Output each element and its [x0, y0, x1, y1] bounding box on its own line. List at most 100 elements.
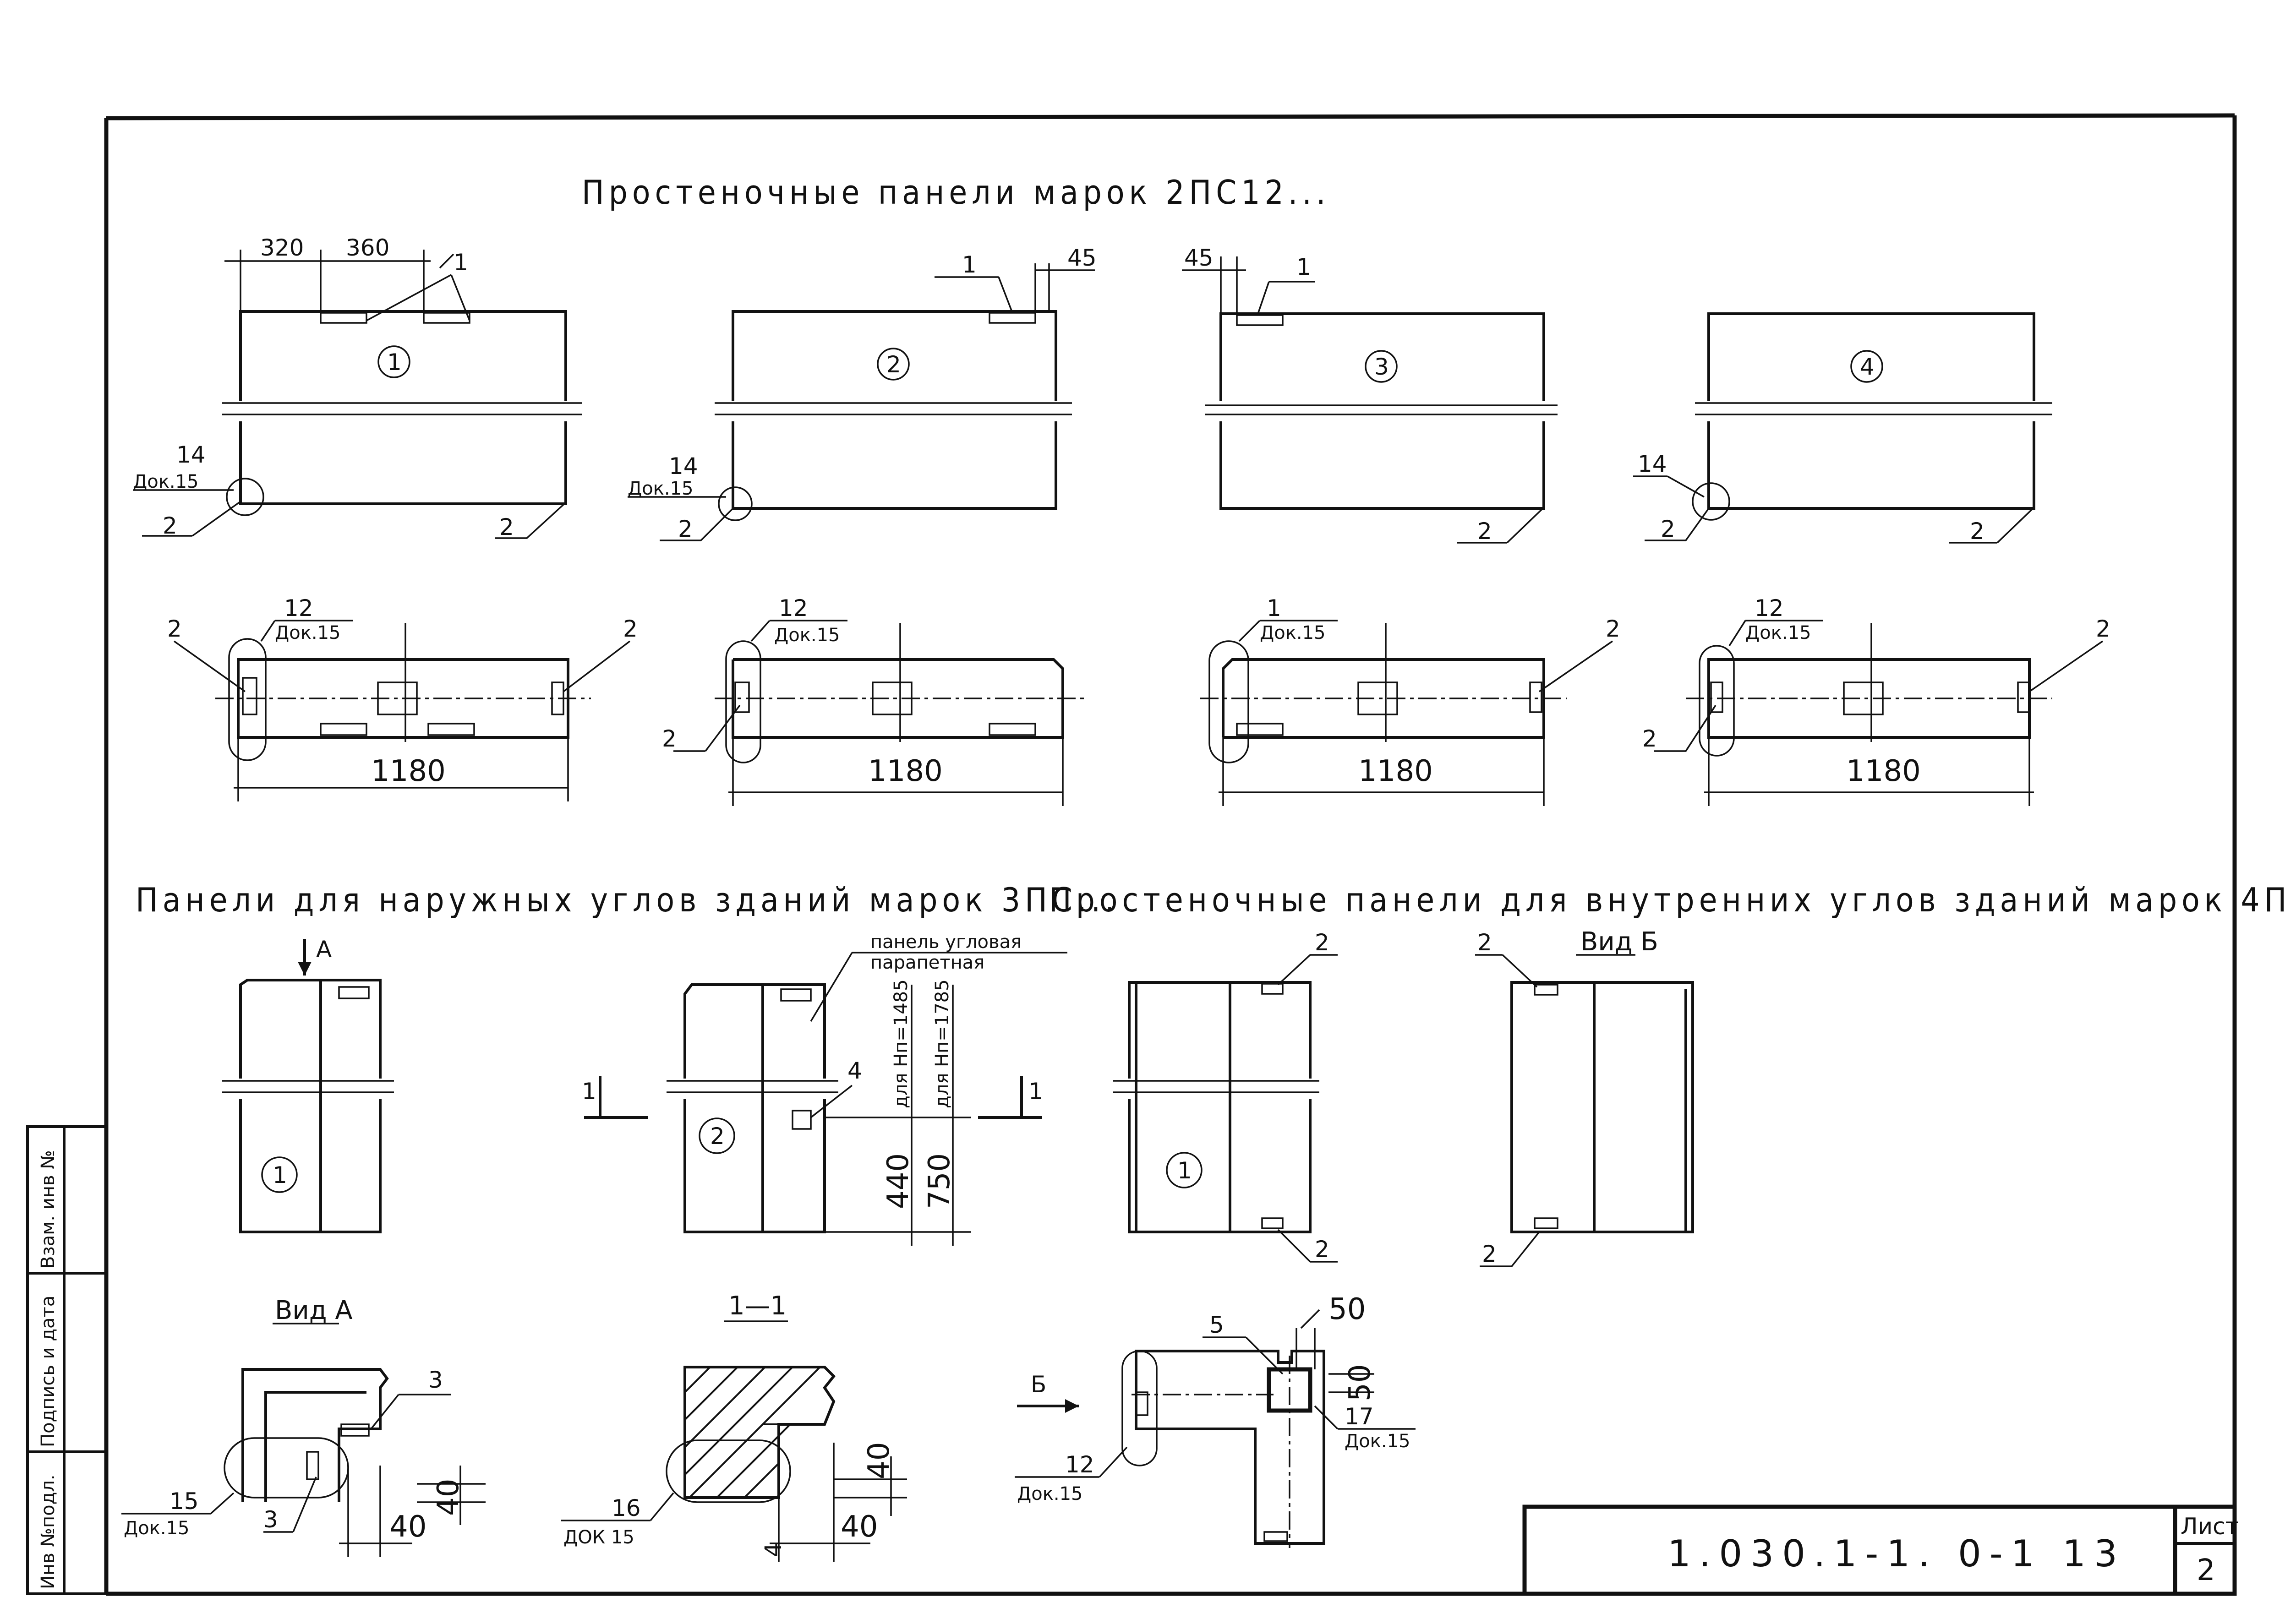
view-a-title: Вид А: [275, 1296, 353, 1325]
dim-45: 45: [1067, 245, 1097, 271]
mark-2: 2: [678, 516, 693, 542]
panel-3-number: 3: [1374, 354, 1389, 380]
mark-2: 2: [1970, 518, 1984, 545]
mark-16: 16: [612, 1495, 641, 1521]
title-inner-corner: Простеночные панели для внутренних углов…: [1049, 881, 2285, 919]
height-1785: для Нп=1785: [932, 979, 953, 1108]
outer-panel-2-number: 2: [710, 1123, 725, 1150]
mark-2: 2: [1315, 929, 1329, 956]
mark-1: 1: [1296, 254, 1311, 280]
mark-4: 4: [760, 1542, 787, 1557]
callout-dok15: Док.15: [628, 478, 694, 499]
section-mark-right: 1: [1028, 1078, 1043, 1105]
mark-2: 2: [623, 616, 638, 642]
dim-1180: 1180: [371, 754, 446, 788]
callout-dok15: Док.15: [133, 471, 199, 492]
panel-2-number: 2: [886, 351, 901, 378]
dim-1180: 1180: [868, 754, 943, 788]
title-wall-panels: Простеночные панели марок 2ПС12...: [582, 173, 1330, 212]
parapet-label-2: парапетная: [870, 952, 984, 973]
panel-1-number: 1: [387, 349, 402, 376]
mark-2: 2: [1482, 1241, 1497, 1267]
section-mark-left: 1: [582, 1078, 596, 1105]
dim-50: 50: [1328, 1292, 1366, 1326]
sheet-label: Лист: [2181, 1513, 2239, 1540]
panel-3-elevation: 3 45 1 2: [1182, 245, 1558, 545]
mark-2: 2: [499, 514, 514, 540]
dim-1180: 1180: [1358, 754, 1433, 788]
panel-2-elevation: 2 1 45 14 Док.15 2: [628, 245, 1097, 542]
dim-320: 320: [260, 234, 304, 261]
panel-4-number: 4: [1860, 354, 1875, 380]
inner-panel-1-number: 1: [1177, 1157, 1192, 1184]
callout-dok15: Док.15: [124, 1518, 190, 1539]
mark-3: 3: [263, 1506, 278, 1533]
sheet-number: 2: [2197, 1553, 2215, 1587]
callout-dok15: Док.15: [1260, 622, 1326, 643]
callout-dok15: Док.15: [1345, 1431, 1410, 1452]
parapet-label-1: панель угловая: [870, 932, 1022, 953]
title-outer-corner: Панели для наружных углов зданий марок 3…: [136, 881, 1119, 919]
stamp-inv-podl: Инв №подл.: [38, 1474, 59, 1589]
inner-corner-panel-1: 1 2 2: [1113, 929, 1338, 1263]
height-1485: для Нп=1485: [891, 979, 912, 1108]
dim-360: 360: [346, 234, 389, 261]
view-b-title: Вид Б: [1580, 927, 1658, 957]
mark-5: 5: [1209, 1312, 1224, 1338]
panel-1-plan: 1180 12 Док.15 2 2: [167, 595, 638, 801]
arrow-b-label: Б: [1031, 1371, 1046, 1398]
dim-45: 45: [1184, 245, 1214, 271]
mark-3: 3: [428, 1367, 443, 1393]
dim-50: 50: [1343, 1364, 1377, 1401]
dim-440: 440: [881, 1153, 915, 1209]
callout-dok15: Док.15: [774, 625, 840, 646]
outer-panel-1-number: 1: [273, 1162, 287, 1188]
mark-2: 2: [163, 512, 177, 539]
dim-40: 40: [389, 1510, 426, 1544]
mark-4: 4: [847, 1057, 862, 1084]
side-stamp: Инв №подл. Подпись и дата Взам. инв №: [26, 1125, 108, 1595]
mark-14: 14: [669, 453, 698, 480]
mark-12: 12: [1755, 595, 1784, 621]
panel-4-elevation: 4 14 2 2: [1633, 312, 2052, 545]
view-b-elevation: Вид Б 2 2: [1475, 927, 1694, 1267]
mark-12: 12: [779, 595, 808, 621]
sheet-frame: [104, 113, 2237, 1596]
title-block: 1.030.1-1. 0-1 13 Лист 2: [1522, 1504, 2239, 1596]
outer-corner-panel-2: 2 панель угловая парапетная 4 для Нп=148…: [582, 932, 1067, 1246]
mark-14: 14: [176, 441, 206, 468]
callout-dok15: Док.15: [1745, 622, 1811, 643]
mark-2: 2: [662, 725, 677, 752]
mark-15: 15: [169, 1488, 199, 1515]
callout-dok15: Док.15: [275, 622, 341, 643]
mark-2: 2: [167, 616, 182, 642]
stamp-podpis: Подпись и дата: [38, 1296, 59, 1447]
mark-2: 2: [1477, 929, 1492, 956]
mark-2: 2: [1315, 1236, 1329, 1263]
mark-1: 1: [962, 251, 977, 278]
dim-1180: 1180: [1846, 754, 1921, 788]
mark-1: 1: [454, 249, 468, 276]
mark-2: 2: [1642, 725, 1657, 752]
mark-2: 2: [1477, 518, 1492, 545]
section-hatching: [684, 1366, 821, 1499]
panel-2-plan: 1180 12 Док.15 2: [662, 595, 1086, 806]
mark-2: 2: [1661, 516, 1675, 542]
mark-2: 2: [2096, 616, 2110, 642]
mark-2: 2: [1606, 616, 1620, 642]
stamp-vzam: Взам. инв №: [38, 1150, 59, 1269]
inner-corner-plan: 5 50 50 17 Док.15 12 Док.15 Б: [1015, 1292, 1416, 1548]
document-code: 1.030.1-1. 0-1 13: [1667, 1532, 2126, 1575]
dim-40: 40: [862, 1442, 896, 1479]
panel-1-elevation: 1 320 360 1 14 Док.15 2 2: [133, 234, 582, 540]
dim-40: 40: [432, 1479, 465, 1516]
dim-40: 40: [841, 1510, 878, 1544]
panel-4-plan: 1180 12 Док.15 2 2: [1642, 595, 2110, 806]
mark-17: 17: [1345, 1403, 1374, 1430]
section-title: 1—1: [728, 1291, 787, 1321]
callout-dok15: Док.15: [1017, 1483, 1083, 1504]
section-1-1-detail: 1—1 16 ДОК 15 40 4 40: [561, 1291, 907, 1562]
dim-750: 750: [923, 1153, 957, 1209]
arrow-a-label: А: [316, 936, 332, 963]
panel-3-plan: 1180 1 Док.15 2: [1200, 595, 1620, 806]
